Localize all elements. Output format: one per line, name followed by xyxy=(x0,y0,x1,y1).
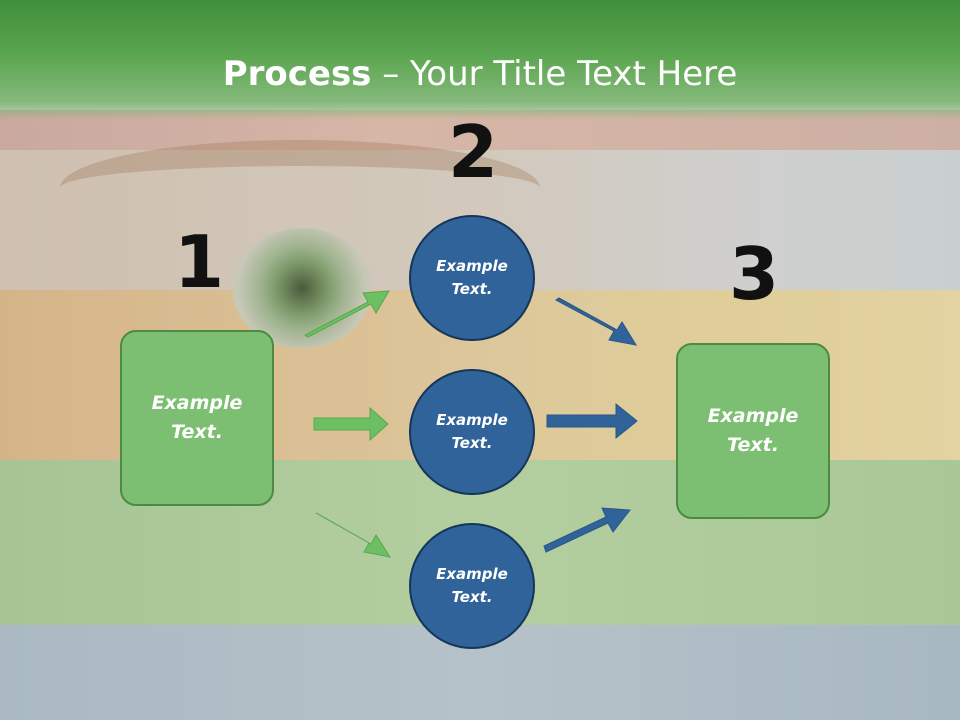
process-circle-top[interactable]: Example Text. xyxy=(409,215,535,341)
arrow-green-up-icon xyxy=(304,290,390,338)
process-circle-top-line1: Example xyxy=(436,257,508,275)
process-circle-middle-line2: Text. xyxy=(451,434,493,452)
process-circle-bottom-line1: Example xyxy=(436,565,508,583)
process-box-left-line2: Text. xyxy=(171,421,223,443)
process-circle-top-line2: Text. xyxy=(451,280,493,298)
process-circle-bottom[interactable]: Example Text. xyxy=(409,523,535,649)
process-box-left-line1: Example xyxy=(151,392,243,414)
step-number-2: 2 xyxy=(447,110,499,194)
process-box-right-line2: Text. xyxy=(727,434,779,456)
arrow-blue-down-icon xyxy=(555,297,638,346)
title-bold: Process xyxy=(222,54,372,94)
process-circle-middle-line1: Example xyxy=(436,411,508,429)
step-number-3: 3 xyxy=(728,232,780,316)
process-box-right[interactable]: Example Text. xyxy=(676,343,830,519)
arrow-blue-right-icon xyxy=(546,402,638,440)
process-circle-middle[interactable]: Example Text. xyxy=(409,369,535,495)
step-number-1: 1 xyxy=(173,220,225,304)
title-rest: – Your Title Text Here xyxy=(371,54,738,94)
process-box-right-line1: Example xyxy=(707,405,799,427)
slide-title: Process – Your Title Text Here xyxy=(0,52,960,96)
arrow-green-down-icon xyxy=(315,512,392,558)
eye-iris xyxy=(232,228,372,348)
process-circle-bottom-line2: Text. xyxy=(451,588,493,606)
arrow-blue-up-icon xyxy=(543,507,631,553)
header-bar xyxy=(0,0,960,120)
process-box-left[interactable]: Example Text. xyxy=(120,330,274,506)
arrow-green-right-icon xyxy=(313,406,389,442)
